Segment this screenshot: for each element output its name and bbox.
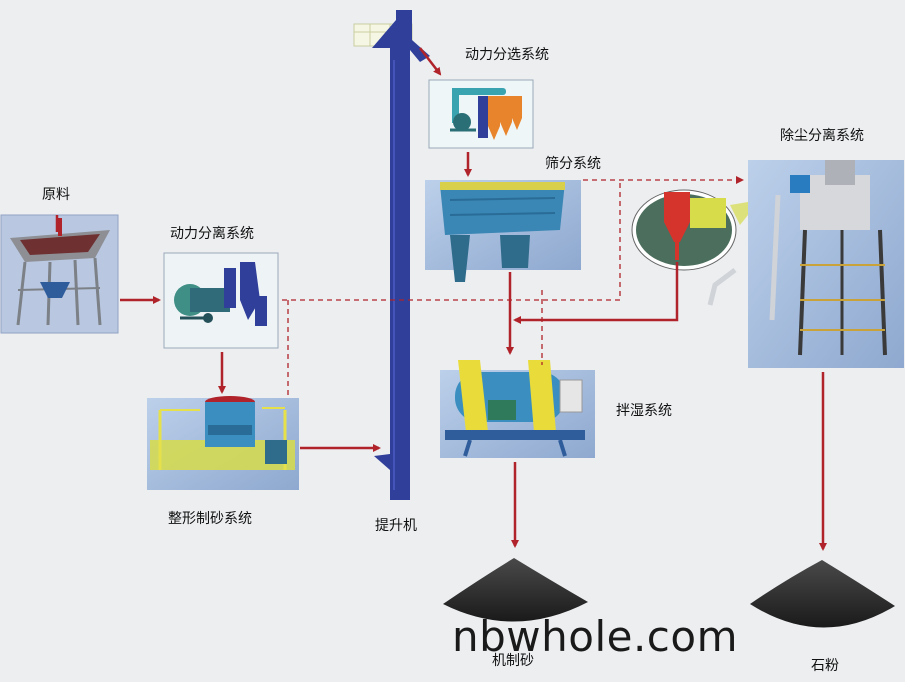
label-shaping-sand-making: 整形制砂系统 xyxy=(168,511,252,527)
label-power-selection: 动力分选系统 xyxy=(465,47,549,63)
label-machine-sand: 机制砂 xyxy=(492,653,534,669)
power-selection-image xyxy=(428,79,534,149)
dust-line-separation xyxy=(282,180,621,301)
label-elevator: 提升机 xyxy=(375,518,417,534)
arrow-dust-detail-to-mixer xyxy=(513,262,679,324)
arrow-elevator-to-selection xyxy=(419,47,442,76)
label-stone-powder: 石粉 xyxy=(811,658,839,674)
label-dust-removal: 除尘分离系统 xyxy=(780,128,864,144)
dust-removal-system-image xyxy=(707,160,904,368)
watermark-text: nbwhole.com xyxy=(452,612,739,661)
label-mixing-wetting: 拌湿系统 xyxy=(616,403,672,419)
label-screening: 筛分系统 xyxy=(545,156,601,172)
label-power-separation: 动力分离系统 xyxy=(170,226,254,242)
label-raw-material: 原料 xyxy=(42,187,70,203)
mixing-wetting-machine-image xyxy=(440,360,595,458)
raw-material-hopper-image xyxy=(0,214,119,334)
bucket-elevator-image xyxy=(353,10,430,500)
sand-making-machine-image xyxy=(147,396,299,490)
power-separation-image xyxy=(163,252,279,349)
dust-collector-detail-image xyxy=(631,189,760,271)
screening-machine-image xyxy=(425,180,581,282)
machine-sand-pile xyxy=(443,558,588,622)
stone-powder-pile xyxy=(750,560,895,628)
